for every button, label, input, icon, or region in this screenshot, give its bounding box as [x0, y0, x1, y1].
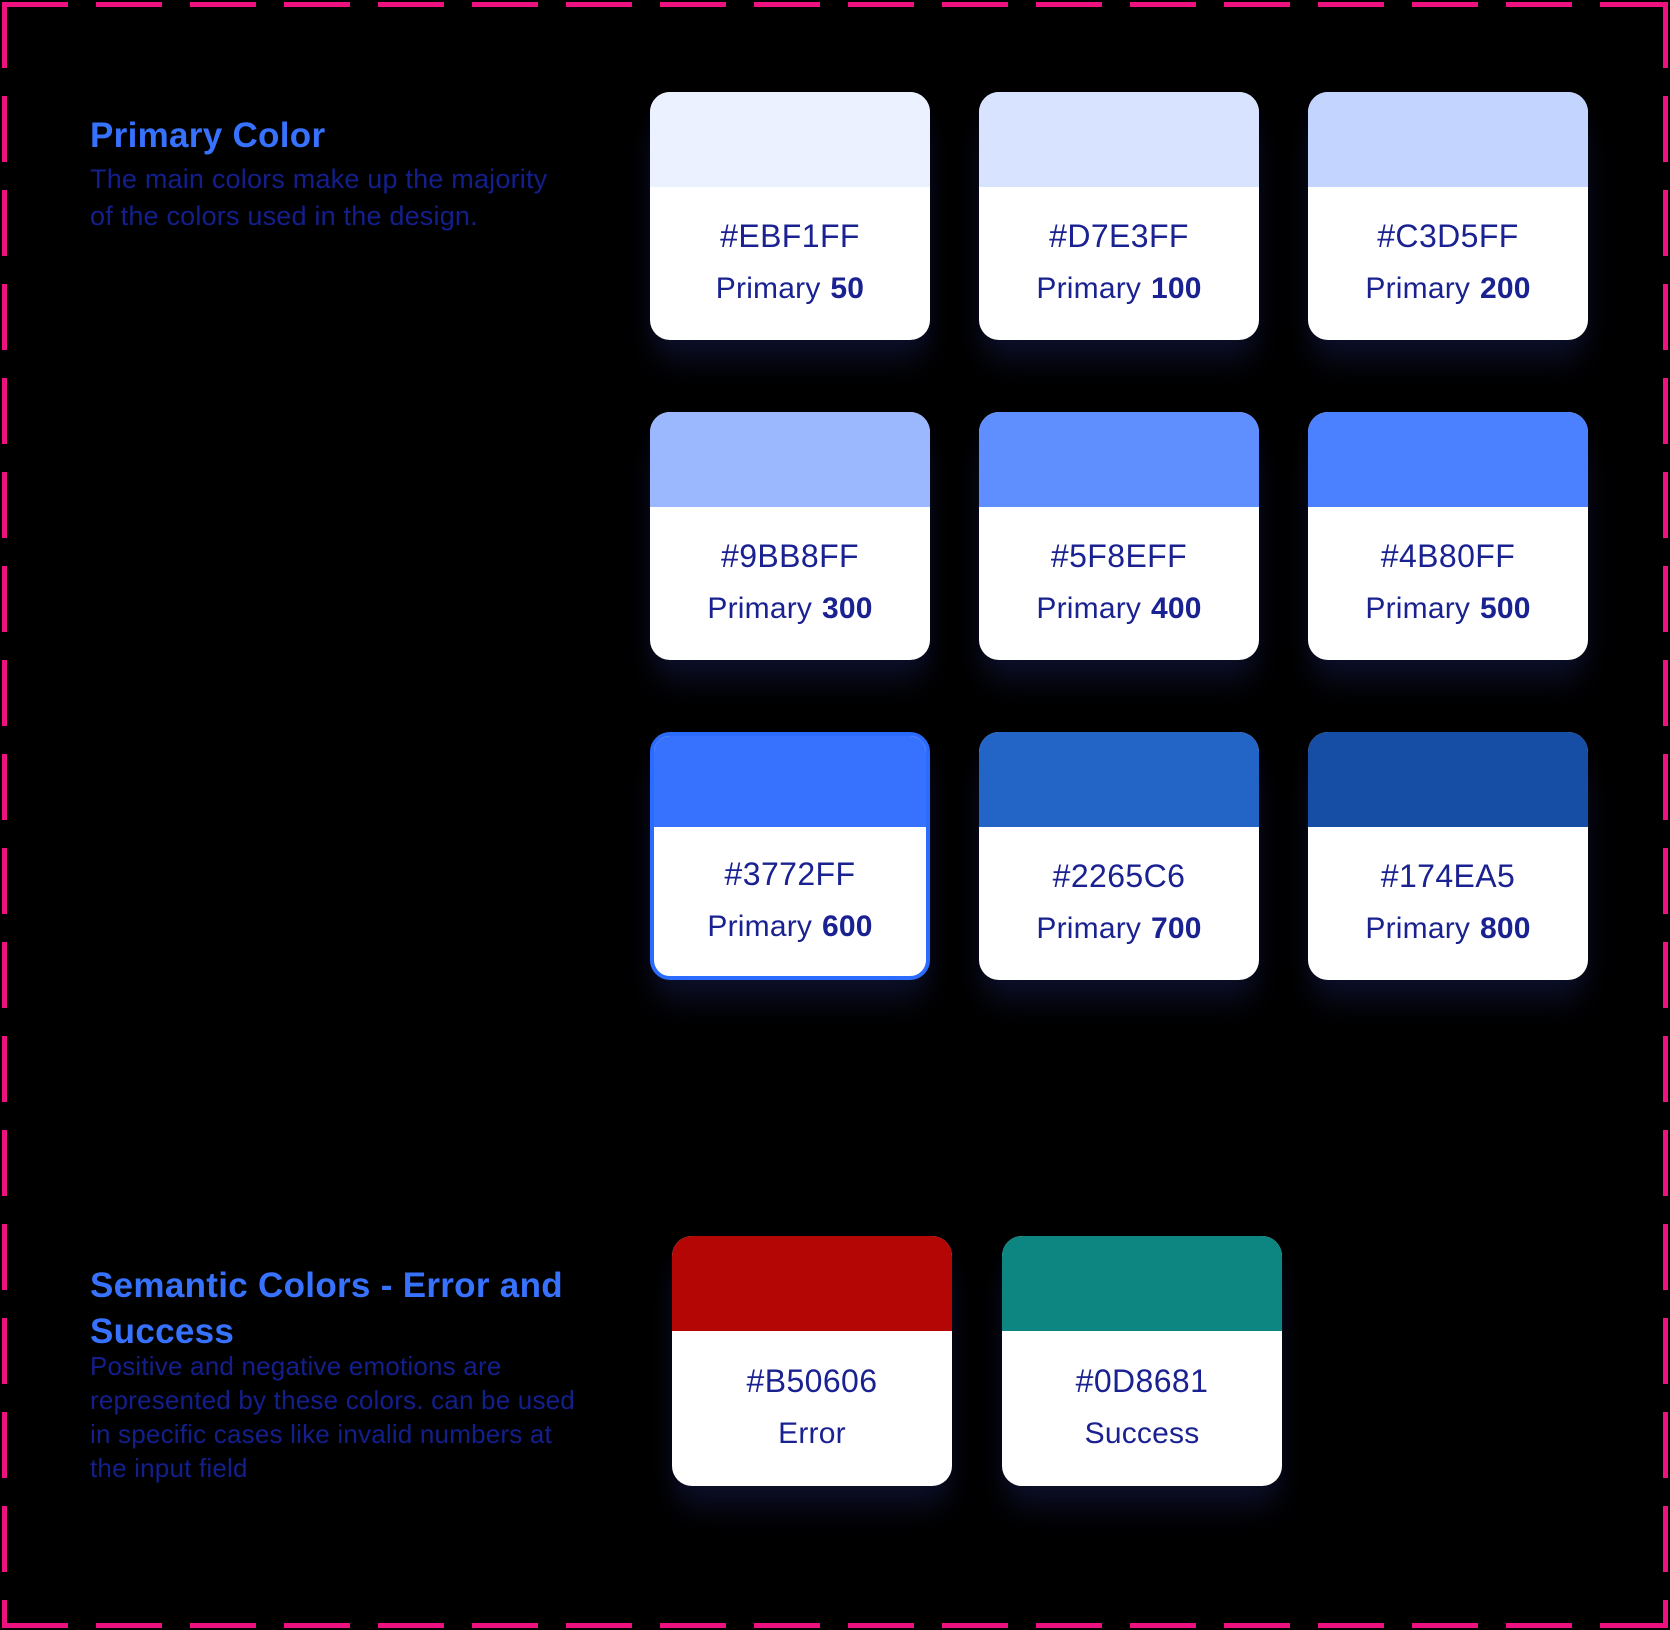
color-card[interactable]: #EBF1FF Primary 50 — [650, 92, 930, 340]
text-line: Positive and negative emotions are — [90, 1351, 502, 1381]
color-card-body: #0D8681 Success — [1002, 1331, 1282, 1486]
semantic-section-description: Positive and negative emotions are repres… — [90, 1349, 575, 1485]
color-name-text: Primary — [1036, 591, 1142, 625]
color-weight-text: 600 — [821, 909, 873, 943]
color-swatch — [1308, 92, 1588, 187]
color-weight-text: 50 — [830, 271, 865, 305]
color-swatch — [654, 736, 926, 827]
color-card-body: #B50606 Error — [672, 1331, 952, 1486]
color-hex-label: #174EA5 — [1380, 857, 1516, 894]
color-card[interactable]: #B50606 Error — [672, 1236, 952, 1486]
color-name-text: Error — [778, 1416, 846, 1450]
color-name-text: Primary — [1036, 271, 1142, 305]
semantic-color-row: #B50606 Error #0D8681 Success — [672, 1236, 1282, 1486]
text-line: of the colors used in the design. — [90, 201, 478, 231]
color-name-text: Success — [1084, 1416, 1200, 1450]
color-hex-label: #4B80FF — [1380, 537, 1516, 574]
color-swatch — [650, 92, 930, 187]
color-weight-text: 400 — [1150, 591, 1202, 625]
primary-section-title: Primary Color — [90, 116, 326, 156]
color-swatch — [1002, 1236, 1282, 1331]
color-weight-text: 300 — [821, 591, 873, 625]
color-name-label: Success — [1085, 1417, 1200, 1451]
text-line: Success — [90, 1312, 235, 1352]
text-line: the input field — [90, 1453, 248, 1483]
color-name-text: Primary — [1036, 911, 1142, 945]
selection-border-bottom — [2, 1623, 1668, 1628]
text-line: Semantic Colors - Error and — [90, 1266, 563, 1306]
color-weight-text: 500 — [1479, 591, 1531, 625]
color-name-text: Primary — [715, 271, 821, 305]
color-hex-label: #C3D5FF — [1377, 217, 1519, 254]
color-hex-label: #D7E3FF — [1049, 217, 1189, 254]
color-swatch — [979, 412, 1259, 507]
color-hex-label: #0D8681 — [1075, 1362, 1209, 1399]
color-swatch — [979, 92, 1259, 187]
color-name-text: Primary — [1365, 591, 1471, 625]
text-line: The main colors make up the majority — [90, 164, 548, 194]
color-name-text: Primary — [707, 909, 813, 943]
color-card[interactable]: #0D8681 Success — [1002, 1236, 1282, 1486]
primary-section-description: The main colors make up the majority of t… — [90, 161, 547, 235]
color-name-label: Primary 50 — [716, 272, 864, 306]
selection-border-right — [1663, 2, 1668, 1628]
color-hex-label: #2265C6 — [1052, 857, 1186, 894]
color-swatch — [1308, 732, 1588, 827]
color-name-text: Primary — [1365, 271, 1471, 305]
color-weight-text: 800 — [1479, 911, 1531, 945]
color-weight-text: 700 — [1150, 911, 1202, 945]
color-weight-text: 100 — [1150, 271, 1202, 305]
color-card-body: #EBF1FF Primary 50 — [650, 187, 930, 340]
text-line: in specific cases like invalid numbers a… — [90, 1419, 552, 1449]
color-swatch — [1308, 412, 1588, 507]
selection-border-left — [2, 2, 7, 1628]
color-name-text: Primary — [1365, 911, 1471, 945]
text-line: represented by these colors. can be used — [90, 1385, 575, 1415]
color-name-text: Primary — [707, 591, 813, 625]
color-hex-label: #9BB8FF — [721, 537, 859, 574]
color-hex-label: #EBF1FF — [720, 217, 860, 254]
color-name-label: Error — [778, 1417, 846, 1451]
color-hex-label: #B50606 — [746, 1362, 878, 1399]
color-weight-text: 200 — [1479, 271, 1531, 305]
color-swatch — [650, 412, 930, 507]
color-hex-label: #3772FF — [724, 855, 856, 892]
selection-border-top — [2, 2, 1668, 7]
color-hex-label: #5F8EFF — [1050, 537, 1188, 574]
color-swatch — [672, 1236, 952, 1331]
color-swatch — [979, 732, 1259, 827]
